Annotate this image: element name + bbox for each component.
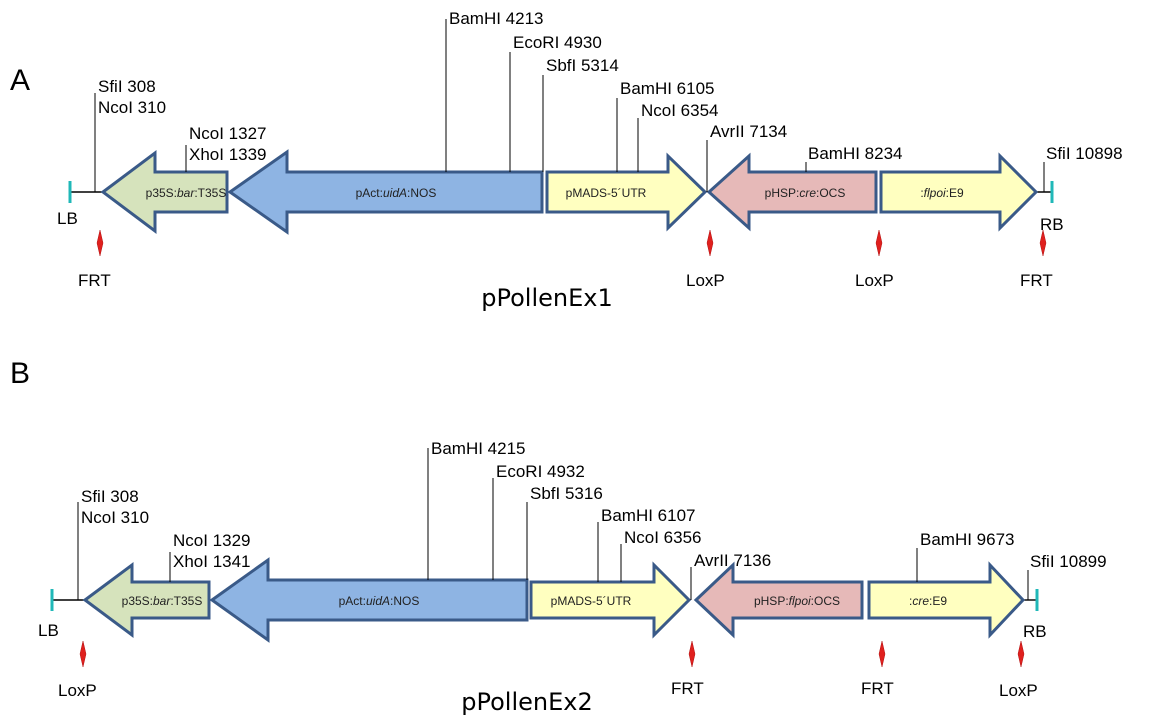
restriction-site-label: AvrII 7136 [694,551,771,570]
restriction-site-label: NcoI 6356 [624,528,702,547]
recombination-site-marker [688,640,696,668]
recombination-site-label: LoxP [855,271,894,290]
recombination-site-marker [875,229,883,257]
element-label: pMADS-5´UTR [551,594,632,608]
element-label: pAct:uidA:NOS [356,186,437,200]
restriction-site-label: NcoI 6354 [641,101,719,120]
pAct-uidA-NOS-element [227,149,544,235]
restriction-site-label: BamHI 4215 [431,439,526,458]
restriction-site-label: BamHI 4213 [449,9,544,28]
element-label: pMADS-5´UTR [566,186,647,200]
element-label: pHSP:flpoi:OCS [754,594,840,608]
restriction-site-label: BamHI 6107 [601,506,696,525]
restriction-site-label: BamHI 9673 [920,530,1015,549]
recombination-site-label: LoxP [999,681,1038,700]
right-border-label: RB [1040,215,1064,234]
pAct-uidA-NOS-element [209,557,529,643]
panel-b: B LB RB p35S:bar:T35S pAct:uidA:NOS pMAD… [10,357,1107,716]
element-label: pAct:uidA:NOS [339,594,420,608]
restriction-site-label: AvrII 7134 [710,122,787,141]
p35S-bar-T35S-element [82,562,211,638]
recombination-site-label: FRT [78,271,111,290]
plasmid-name: pPollenEx2 [461,688,592,716]
recombination-site-label: FRT [861,679,894,698]
cre-E9-element [867,561,1026,639]
element-label: p35S:bar:T35S [146,186,227,200]
panel-letter: B [10,357,30,390]
restriction-site-label: SfiI 10899 [1030,552,1107,571]
restriction-site-label: EcoRI 4930 [513,33,602,52]
left-border-label: LB [38,621,59,640]
restriction-site-label: BamHI 6105 [620,79,715,98]
element-label: :flpoi:E9 [920,186,964,200]
recombination-site-marker [96,229,104,257]
plasmid-name: pPollenEx1 [481,284,612,312]
pHSP-flpoi-OCS-element [693,561,864,639]
recombination-site-label: FRT [671,679,704,698]
restriction-site-label: SbfI 5316 [530,484,603,503]
recombination-site-label: FRT [1020,271,1053,290]
restriction-site-label: SfiI 10898 [1046,144,1123,163]
recombination-site-label: LoxP [686,271,725,290]
left-border-label: LB [57,209,78,228]
element-label: :cre:E9 [909,594,947,608]
recombination-site-marker [79,640,87,668]
recombination-site-marker [878,640,886,668]
pHSP-cre-OCS-element [706,152,878,232]
restriction-site-label: SbfI 5314 [546,56,619,75]
panel-letter: A [10,64,30,97]
right-border-label: RB [1023,622,1047,641]
recombination-site-marker [1039,229,1047,257]
element-label: pHSP:cre:OCS [765,186,846,200]
pMADS-5UTR-element [529,561,692,639]
restriction-site-label: BamHI 8234 [808,144,903,163]
recombination-site-marker [706,229,714,257]
p35S-bar-T35S-element [100,150,229,234]
panel-a: A LB RB p35S:bar:T35S pAct:uidA:NOS pMAD… [10,9,1123,312]
recombination-site-marker [1017,640,1025,668]
element-label: p35S:bar:T35S [122,594,203,608]
flpoi-E9-element [879,152,1039,232]
recombination-site-label: LoxP [58,681,97,700]
pMADS-5UTR-element [545,152,708,232]
restriction-site-label: EcoRI 4932 [496,462,585,481]
